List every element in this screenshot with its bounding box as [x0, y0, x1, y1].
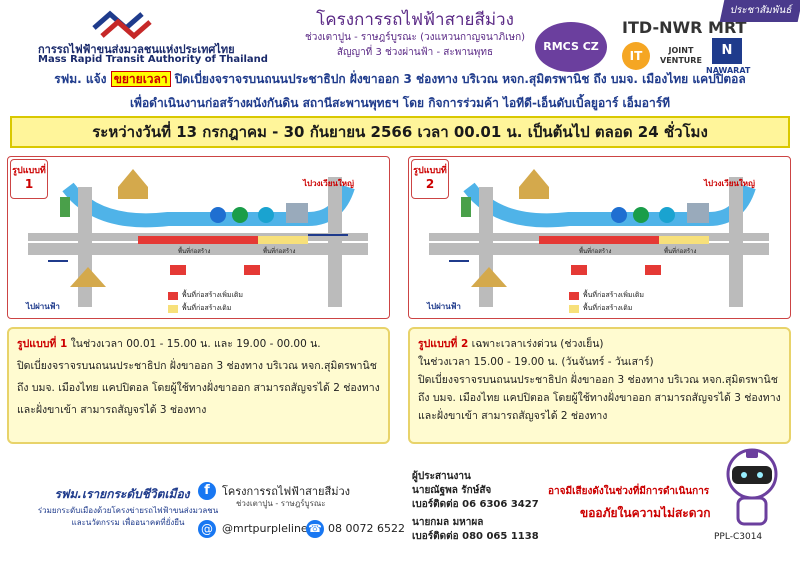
legend-existing: พื้นที่ก่อสร้างเดิม — [583, 304, 633, 312]
to-wongwian-yai-label: ไปวงเวียนใหญ่ — [704, 179, 755, 188]
nawarat-logo: N — [712, 38, 742, 64]
legend-extra: พื้นที่ก่อสร้างเพิ่มเติม — [583, 291, 645, 299]
line-id[interactable]: @mrtpurpleline — [222, 522, 308, 535]
facebook-icon: f — [198, 482, 216, 500]
format-2-description: รูปแบบที่ 2 เฉพาะเวลาเร่งด่วน (ช่วงเย็น)… — [408, 327, 791, 444]
zone-label-b: พื้นที่ก่อสร้าง — [664, 248, 697, 255]
mrta-slogan: รฟม.เรายกระดับชีวิตเมือง — [54, 487, 190, 501]
notice-line1: รฟม. แจ้ง ขยายเวลา ปิดเบี่ยงจราจรบนถนนปร… — [0, 70, 800, 89]
format-badge-number: 2 — [425, 177, 435, 191]
coordinator1-name: นายณัฐพล รักษ์สัจ — [412, 485, 492, 496]
notice-highlight: ขยายเวลา — [110, 71, 171, 87]
coordinator-title: ผู้ประสานงาน — [412, 471, 471, 482]
apology-text: ขออภัยในความไม่สะดวก — [580, 506, 711, 520]
format-badge-1: รูปแบบที่ 1 — [10, 159, 48, 199]
document-code: PPL-C3014 — [714, 532, 763, 542]
mrta-emblem-icon — [92, 10, 152, 40]
mrta-slogan-sub1: ร่วมยกระดับเมืองด้วยโครงข่ายรถไฟฟ้าขนส่ง… — [37, 506, 219, 515]
to-wongwian-yai-label: ไปวงเวียนใหญ่ — [303, 179, 354, 188]
mascot-icon — [716, 444, 788, 530]
facebook-page-name[interactable]: โครงการรถไฟฟ้าสายสีม่วง — [222, 485, 350, 498]
format-2-body2: ถึง บมจ. เมืองไทย แคปปิตอล โดยผู้ใช้ทางฝ… — [418, 392, 781, 404]
rmcs-logo: RMCS CZ — [535, 22, 607, 72]
mrta-logo — [8, 8, 258, 74]
coordinator1-phone: เบอร์ติดต่อ 06 6306 3427 — [412, 499, 539, 510]
phone-icon: ☎ — [306, 520, 324, 538]
format-1-body2: ถึง บมจ. เมืองไทย แคปปิตอล โดยผู้ใช้ทางฝ… — [17, 382, 380, 394]
jv-line1: JOINT — [668, 46, 694, 55]
format-2-time: เฉพาะเวลาเร่งด่วน (ช่วงเย็น) — [468, 338, 604, 350]
format-badge-2: รูปแบบที่ 2 — [411, 159, 449, 199]
zone-label-a: พื้นที่ก่อสร้าง — [579, 248, 612, 255]
date-range-bar: ระหว่างวันที่ 13 กรกฎาคม - 30 กันยายน 25… — [10, 116, 790, 148]
mrta-slogan-sub2: และนวัตกรรม เพื่ออนาคตที่ยั่งยืน — [71, 518, 185, 527]
to-phan-fa-label: ไปผ่านฟ้า — [427, 302, 461, 311]
noise-notice: อาจมีเสียงดังในช่วงที่มีการดำเนินการ — [548, 486, 710, 497]
it-logo: IT — [622, 42, 650, 70]
format-badge-label: รูปแบบที่ — [413, 166, 447, 176]
itd-nwr-brand: ITD-NWR MRT — [622, 18, 747, 37]
mrta-name-en: Mass Rapid Transit Authority of Thailand — [38, 54, 268, 65]
nawarat-text: NAWARAT — [706, 66, 751, 75]
format-2-time2: ในช่วงเวลา 15.00 - 19.00 น. (วันจันทร์ -… — [418, 356, 654, 368]
project-contract: สัญญาที่ 3 ช่วงผ่านฟ้า - สะพานพุทธ — [336, 47, 494, 58]
format-badge-number: 1 — [24, 177, 34, 191]
traffic-map-2: รูปแบบที่ 2 ไปวงเวียนใหญ่ ไปผ่านฟ้า พื้น… — [408, 156, 791, 319]
format-2-body3: และฝั่งขาเข้า สามารถสัญจรได้ 2 ช่องทาง — [418, 410, 608, 422]
notice-line2: เพื่อดำเนินงานก่อสร้างผนังกันดิน สถานีสะ… — [129, 96, 671, 110]
legend-existing: พื้นที่ก่อสร้างเดิม — [182, 304, 232, 312]
format-1-description: รูปแบบที่ 1 ในช่วงเวลา 00.01 - 15.00 น. … — [7, 327, 390, 444]
jv-line2: VENTURE — [660, 56, 702, 65]
map-1-drawing — [28, 169, 368, 313]
format-1-label: รูปแบบที่ 1 — [17, 338, 68, 350]
zone-label-a: พื้นที่ก่อสร้าง — [178, 248, 211, 255]
format-badge-label: รูปแบบที่ — [12, 166, 46, 176]
notice-line1-post: ปิดเบี่ยงจราจรบนถนนประชาธิปก ฝั่งขาออก 3… — [170, 72, 746, 86]
project-title: โครงการรถไฟฟ้าสายสีม่วง — [316, 10, 514, 30]
to-phan-fa-label: ไปผ่านฟ้า — [26, 302, 60, 311]
pr-tag: ประชาสัมพันธ์ — [719, 0, 800, 22]
format-1-body3: และฝั่งขาเข้า สามารถสัญจรได้ 3 ช่องทาง — [17, 404, 207, 416]
project-route: ช่วงเตาปูน - ราษฎร์บูรณะ (วงแหวนกาญจนาภิ… — [304, 32, 526, 43]
format-2-body1: ปิดเบี่ยงจราจรบนถนนประชาธิปก ฝั่งขาออก 3… — [418, 374, 778, 386]
format-1-body1: ปิดเบี่ยงจราจรบนถนนประชาธิปก ฝั่งขาออก 3… — [17, 360, 377, 372]
coordinator2-phone: เบอร์ติดต่อ 080 065 1138 — [412, 531, 539, 542]
coordinator-block: ผู้ประสานงาน นายณัฐพล รักษ์สัจ เบอร์ติดต… — [412, 470, 539, 544]
zone-label-b: พื้นที่ก่อสร้าง — [263, 248, 296, 255]
line-icon: @ — [198, 520, 216, 538]
format-2-label: รูปแบบที่ 2 — [418, 338, 469, 350]
legend-extra: พื้นที่ก่อสร้างเพิ่มเติม — [182, 291, 244, 299]
joint-venture-logo: JOINT VENTURE — [660, 46, 702, 66]
facebook-page-sub: ช่วงเตาปูน - ราษฎร์บูรณะ — [236, 499, 326, 508]
traffic-map-1: รูปแบบที่ 1 ไปวงเวียนใหญ่ ไปผ่านฟ้า พื้น… — [7, 156, 390, 319]
notice-line1-pre: รฟม. แจ้ง — [54, 72, 111, 86]
map-2-drawing — [429, 169, 769, 313]
mrta-name-th: การรถไฟฟ้าขนส่งมวลชนแห่งประเทศไทย — [38, 43, 235, 56]
coordinator2-name: นายกมล มหาผล — [412, 517, 484, 528]
hotline-number[interactable]: 08 0072 6522 — [328, 522, 405, 535]
format-1-time: ในช่วงเวลา 00.01 - 15.00 น. และ 19.00 - … — [67, 338, 321, 350]
